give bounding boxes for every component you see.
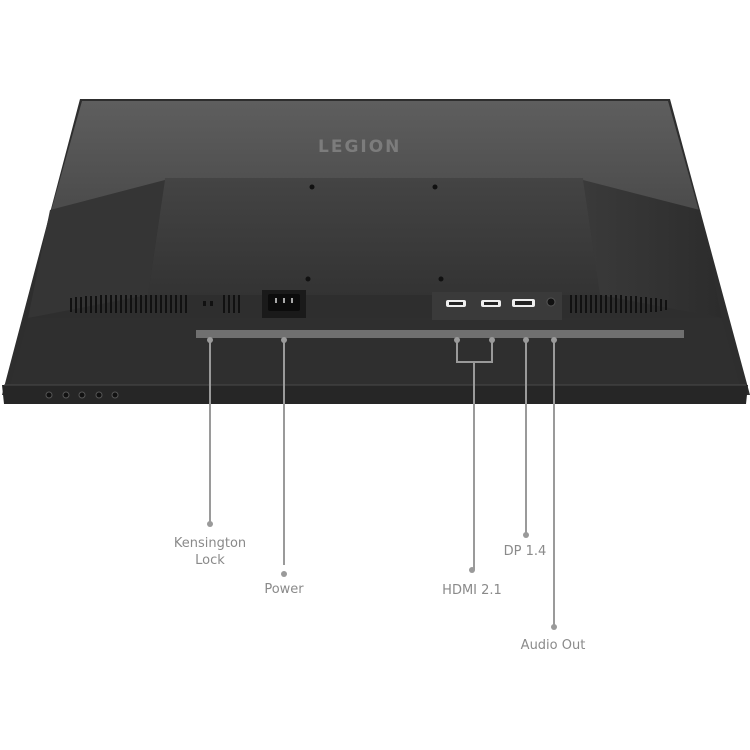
callout-audio-out: Audio Out	[520, 638, 586, 653]
displayport-icon	[512, 299, 535, 307]
hdmi-port-icon	[446, 300, 466, 307]
audio-jack-icon	[546, 297, 556, 307]
hdmi-port-icon	[481, 300, 501, 307]
callout-kensington-lock: Kensington Lock	[174, 535, 246, 569]
callout-power: Power	[264, 582, 304, 597]
osd-buttons	[45, 391, 119, 399]
brand-logo: LEGION	[318, 137, 402, 157]
kensington-slot-icon	[203, 301, 213, 306]
callout-label: Lock	[195, 553, 225, 568]
callout-dp: DP 1.4	[503, 544, 547, 559]
callout-hdmi: HDMI 2.1	[442, 583, 502, 598]
power-port-icon	[262, 290, 306, 318]
port-label-strip	[196, 330, 684, 338]
callout-label: Kensington	[173, 536, 247, 551]
